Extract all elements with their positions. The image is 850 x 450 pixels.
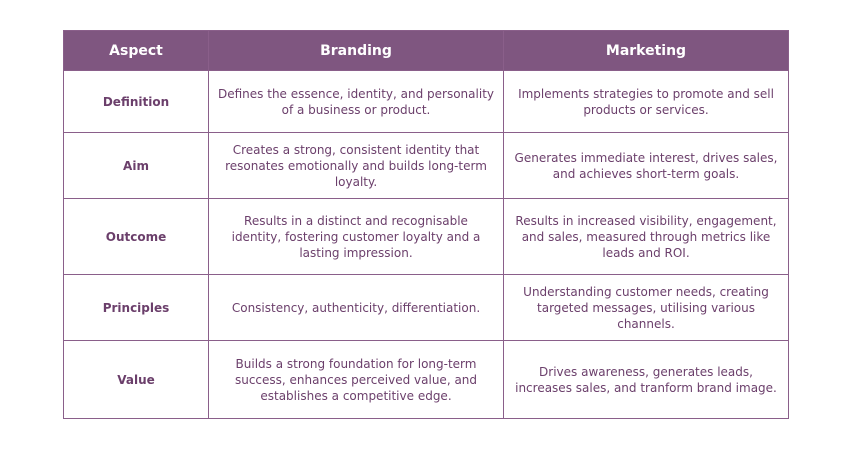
branding-cell: Creates a strong, consistent identity th… — [208, 132, 504, 199]
aspect-cell: Definition — [63, 70, 209, 133]
aspect-cell: Principles — [63, 274, 209, 341]
table-row-outcome: Outcome Results in a distinct and recogn… — [63, 198, 789, 275]
aspect-cell: Aim — [63, 132, 209, 199]
header-aspect: Aspect — [63, 30, 209, 71]
marketing-cell: Results in increased visibility, engagem… — [503, 198, 789, 275]
marketing-cell: Understanding customer needs, creating t… — [503, 274, 789, 341]
aspect-cell: Value — [63, 340, 209, 419]
header-branding: Branding — [208, 30, 504, 71]
marketing-cell: Generates immediate interest, drives sal… — [503, 132, 789, 199]
branding-cell: Defines the essence, identity, and perso… — [208, 70, 504, 133]
header-marketing: Marketing — [503, 30, 789, 71]
table-header: Aspect Branding Marketing — [63, 30, 789, 71]
table-row-value: Value Builds a strong foundation for lon… — [63, 340, 789, 419]
branding-cell: Results in a distinct and recognisable i… — [208, 198, 504, 275]
marketing-cell: Implements strategies to promote and sel… — [503, 70, 789, 133]
table-row-principles: Principles Consistency, authenticity, di… — [63, 274, 789, 341]
comparison-table: Aspect Branding Marketing Definition Def… — [63, 30, 789, 419]
aspect-cell: Outcome — [63, 198, 209, 275]
branding-cell: Consistency, authenticity, differentiati… — [208, 274, 504, 341]
table-row-aim: Aim Creates a strong, consistent identit… — [63, 132, 789, 199]
marketing-cell: Drives awareness, generates leads, incre… — [503, 340, 789, 419]
header-row: Aspect Branding Marketing — [63, 30, 789, 71]
branding-cell: Builds a strong foundation for long-term… — [208, 340, 504, 419]
table-row-definition: Definition Defines the essence, identity… — [63, 70, 789, 133]
table-body: Definition Defines the essence, identity… — [63, 70, 789, 419]
